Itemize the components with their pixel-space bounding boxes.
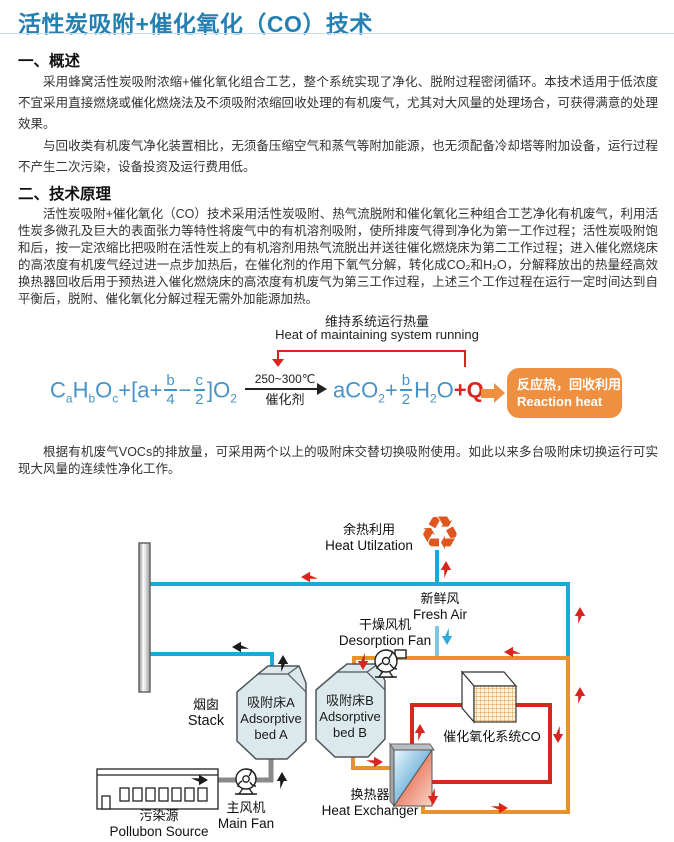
heat-utilization-en: Heat Utilzation [325, 537, 413, 553]
bed-b-en1: Adsorptive [319, 709, 381, 724]
label-stack: 烟囱 Stack [168, 697, 244, 730]
reaction-catalyst: 催化剂 [265, 392, 305, 407]
bed-a-en2: bed A [254, 727, 288, 742]
pollution-source-en: Pollubon Source [109, 823, 209, 839]
stack-en: Stack [187, 712, 225, 729]
arrow-down-icon [552, 726, 564, 743]
heat-exchanger-zh: 换热器 [350, 787, 390, 802]
heat-return-bracket-right [464, 350, 466, 367]
heat-return-bracket [278, 350, 466, 352]
adsorptive-bed-a-icon [236, 665, 307, 760]
result-arrow-tip-icon [494, 383, 505, 403]
reaction-heat-box: 反应热，回收利用 Reaction heat [507, 368, 622, 418]
reaction-temperature: 250~300℃ [254, 372, 316, 386]
reaction-arrow: 250~300℃ 催化剂 [244, 372, 327, 407]
desorption-fan-zh: 干燥风机 [358, 617, 411, 632]
desorption-fan-en: Desorption Fan [338, 632, 432, 648]
bed-b-en2: bed B [333, 725, 367, 740]
pipe-source-to-bed-a [211, 750, 274, 783]
bed-a-en1: Adsorptive [240, 711, 302, 726]
fresh-air-zh: 新鲜风 [420, 591, 460, 606]
page-title: 活性炭吸附+催化氧化（CO）技术 [18, 11, 373, 37]
bed-a-zh: 吸附床A [247, 695, 295, 710]
result-arrow-icon [481, 389, 494, 398]
fresh-air-en: Fresh Air [412, 606, 467, 622]
main-fan-icon [235, 768, 257, 795]
label-bed-b: 吸附床B Adsorptive bed B [317, 693, 383, 741]
label-pollution-source: 污染源 Pollubon Source [103, 808, 215, 840]
reaction-arrow-line [244, 383, 327, 395]
catalyst-cube-icon [460, 670, 518, 724]
process-flow-diagram: ♻ [96, 506, 586, 814]
main-fan-en: Main Fan [217, 815, 275, 831]
heat-return-arrowhead-icon [272, 359, 284, 367]
label-desorption-fan: 干燥风机 Desorption Fan [330, 617, 440, 649]
arrow-left-icon [301, 571, 318, 583]
section-heading-principle: 二、技术原理 [18, 186, 112, 203]
stack-icon [138, 542, 151, 693]
label-bed-a: 吸附床A Adsorptive bed A [238, 695, 304, 743]
arrow-left-icon [232, 641, 249, 653]
section-heading-overview: 一、概述 [18, 53, 81, 70]
arrow-up-icon [276, 772, 288, 789]
pipes [148, 550, 570, 814]
pipe-desorption-loop [352, 656, 570, 814]
heat-exchanger-icon [389, 742, 435, 808]
adsorptive-bed-b-icon [315, 663, 386, 758]
pollution-source-icon [96, 768, 219, 810]
stack-zh: 烟囱 [192, 697, 219, 712]
heat-utilization-zh: 余热利用 [342, 522, 395, 537]
label-main-fan: 主风机 Main Fan [210, 800, 282, 832]
label-catalytic-system: 催化氧化系统CO [436, 729, 548, 745]
desorption-fan-icon [374, 649, 407, 678]
arrow-up-icon [574, 687, 586, 704]
note-paragraph: 根据有机废气VOCs的排放量，可采用两个以上的吸附床交替切换吸附使用。如此以来多… [18, 445, 658, 476]
bed-b-zh: 吸附床B [326, 693, 374, 708]
arrow-down-icon [441, 628, 453, 645]
pipe-catalytic-loop [410, 703, 552, 784]
principle-paragraph: 活性炭吸附+催化氧化（CO）技术采用活性炭吸附、热气流脱附和催化氧化三种组合工艺… [18, 207, 658, 306]
heat-return-bracket-left [277, 350, 279, 360]
pollution-source-zh: 污染源 [139, 808, 179, 823]
label-fresh-air: 新鲜风 Fresh Air [396, 591, 484, 623]
overview-paragraph-2: 与回收类有机废气净化装置相比，无须备压缩空气和蒸气等附加能源，也无须配备冷却塔等… [18, 139, 658, 174]
heat-exchanger-en: Heat Exchanger [321, 802, 419, 818]
reaction-heat-zh: 反应热，回收利用 [517, 377, 622, 392]
title-divider [0, 33, 674, 34]
overview-paragraph-1: 采用蜂窝活性炭吸附浓缩+催化氧化组合工艺，整个系统实现了净化、脱附过程密闭循环。… [18, 75, 658, 131]
main-fan-zh: 主风机 [226, 800, 266, 815]
label-heat-exchanger: 换热器 Heat Exchanger [320, 787, 420, 819]
formula-annotation-zh: 维持系统运行热量 [324, 314, 429, 329]
recycle-icon: ♻ [419, 506, 460, 560]
pipe-exhaust-blue [148, 582, 570, 656]
arrow-right-icon [366, 756, 383, 768]
arrow-left-icon [504, 646, 521, 658]
formula-annotation-en: Heat of maintaining system running [275, 327, 479, 342]
catalytic-system-label: 催化氧化系统CO [443, 729, 541, 744]
arrow-up-icon [574, 607, 586, 624]
label-heat-utilization: 余热利用 Heat Utilzation [318, 522, 420, 554]
arrow-up-icon [414, 724, 426, 741]
reaction-heat-en: Reaction heat [517, 394, 603, 409]
pipe-bed-a-to-stack [148, 652, 274, 674]
arrow-up-icon [440, 561, 452, 578]
